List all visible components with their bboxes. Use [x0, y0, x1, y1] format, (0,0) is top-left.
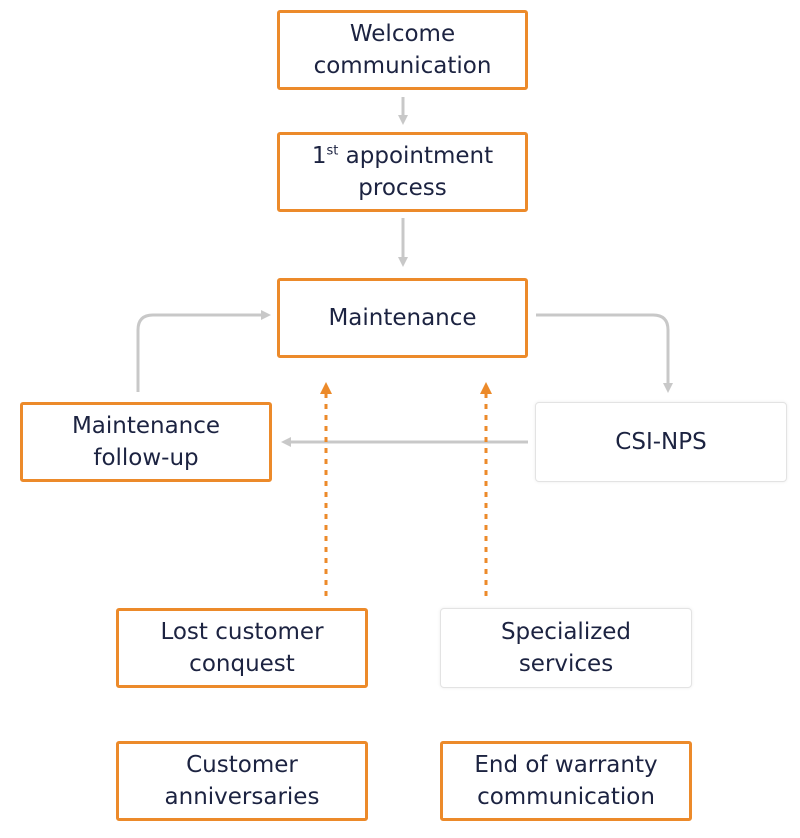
csi-nps-box: CSI-NPS — [535, 402, 787, 482]
first-appointment-box: 1st appointment process — [277, 132, 528, 212]
lost-customer-conquest-box: Lost customer conquest — [116, 608, 368, 688]
maintenance-follow-up-label: Maintenance follow-up — [71, 413, 221, 471]
maintenance-box: Maintenance — [277, 278, 528, 358]
maintenance-label: Maintenance — [328, 305, 477, 331]
welcome-communication-label: Welcome communication — [313, 21, 492, 79]
csi-nps-label: CSI-NPS — [615, 429, 707, 455]
arrow-followup-to-maintenance — [136, 310, 271, 392]
welcome-communication-box: Welcome communication — [277, 10, 528, 90]
customer-anniversaries-label: Customer anniversaries — [164, 752, 320, 810]
customer-anniversaries-box: Customer anniversaries — [116, 741, 368, 821]
end-of-warranty-label: End of warranty communication — [474, 752, 658, 810]
specialized-services-label: Specialized services — [500, 619, 632, 677]
lost-customer-conquest-label: Lost customer conquest — [160, 619, 324, 677]
specialized-services-box: Specialized services — [440, 608, 692, 688]
first-appointment-label: 1st appointment process — [311, 143, 494, 201]
end-of-warranty-box: End of warranty communication — [440, 741, 692, 821]
maintenance-follow-up-box: Maintenance follow-up — [20, 402, 272, 482]
arrow-maintenance-to-csi — [536, 313, 673, 393]
